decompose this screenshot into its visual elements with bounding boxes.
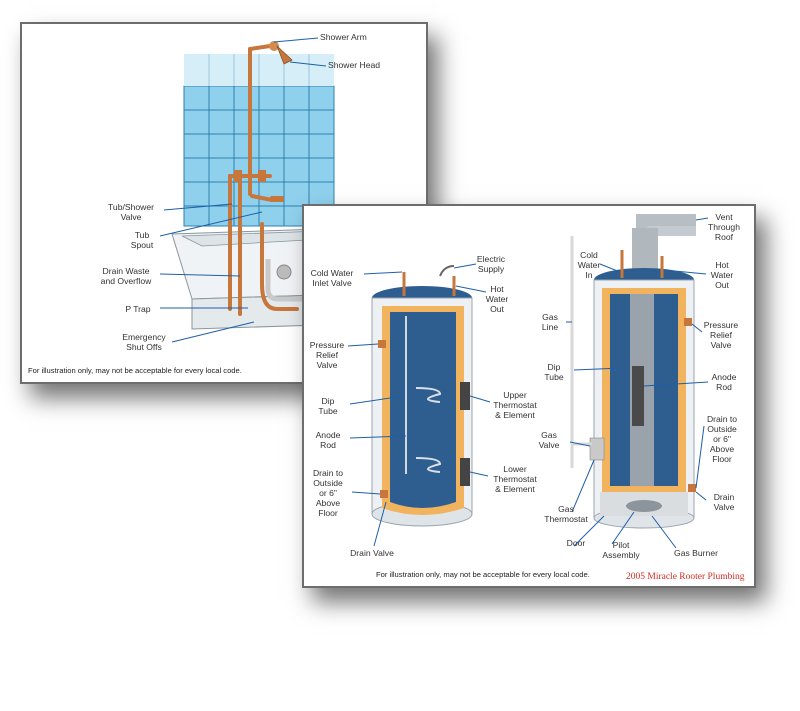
label-tub-spout: Tub Spout — [130, 230, 154, 250]
label-pressure-relief-valve-electric: Pressure Relief Valve — [309, 340, 345, 370]
label-vent-through-roof: Vent Through Roof — [707, 212, 740, 242]
heater-leader-lines — [347, 217, 709, 549]
label-cold-water-inlet-valve: Cold Water Inlet Valve — [310, 268, 354, 288]
shower-head-fixture — [269, 41, 293, 65]
label-tub-shower-valve: Tub/Shower Valve — [107, 202, 154, 222]
shower-diagram-card: Shower Arm Shower Head Tub/Shower Valve … — [20, 22, 428, 384]
shower-footnote: For illustration only, may not be accept… — [28, 366, 242, 375]
tile-wall — [183, 54, 335, 227]
label-hot-water-out-electric: Hot Water Out — [485, 284, 509, 314]
water-heater-illustration — [347, 214, 709, 549]
label-dip-tube-electric: Dip Tube — [318, 396, 338, 416]
label-drain-valve-electric: Drain Valve — [350, 548, 394, 558]
valve-handles — [234, 170, 284, 202]
label-dip-tube-gas: Dip Tube — [544, 362, 564, 382]
label-anode-rod-electric: Anode Rod — [315, 430, 341, 450]
label-gas-line: Gas Line — [541, 312, 559, 332]
label-shower-arm: Shower Arm — [320, 32, 367, 42]
label-cold-water-in: Cold Water In — [577, 250, 601, 280]
label-shower-head: Shower Head — [328, 60, 381, 70]
label-gas-burner: Gas Burner — [674, 548, 718, 558]
label-p-trap: P Trap — [125, 304, 151, 314]
label-door: Door — [566, 538, 586, 548]
gas-heater — [570, 214, 696, 529]
label-drain-to-outside-gas: Drain to Outside or 6" Above Floor — [706, 414, 738, 464]
copyright-credit: 2005 Miracle Rooter Plumbing — [626, 572, 745, 582]
label-hot-water-out-gas: Hot Water Out — [710, 260, 734, 290]
label-drain-valve-gas: Drain Valve — [713, 492, 735, 512]
label-gas-valve: Gas Valve — [538, 430, 560, 450]
label-upper-thermostat-element: Upper Thermostat & Element — [493, 390, 537, 420]
label-pilot-assembly: Pilot Assembly — [602, 540, 640, 560]
heater-footnote: For illustration only, may not be accept… — [376, 570, 590, 579]
label-lower-thermostat-element: Lower Thermostat & Element — [493, 464, 537, 494]
p-trap-pipe — [265, 259, 302, 302]
water-heater-diagram-card: Cold Water Inlet Valve Electric Supply H… — [302, 204, 756, 588]
label-emergency-shut-offs: Emergency Shut Offs — [122, 332, 166, 352]
label-drain-to-outside-electric: Drain to Outside or 6" Above Floor — [312, 468, 344, 518]
electric-heater — [371, 265, 473, 527]
copper-pipes — [228, 44, 299, 316]
label-drain-waste-overflow: Drain Waste and Overflow — [100, 266, 152, 286]
label-electric-supply: Electric Supply — [476, 254, 506, 274]
label-anode-rod-gas: Anode Rod — [711, 372, 737, 392]
label-gas-thermostat: Gas Thermostat — [544, 504, 588, 524]
shower-leader-lines — [159, 37, 327, 343]
label-pressure-relief-valve-gas: Pressure Relief Valve — [703, 320, 739, 350]
